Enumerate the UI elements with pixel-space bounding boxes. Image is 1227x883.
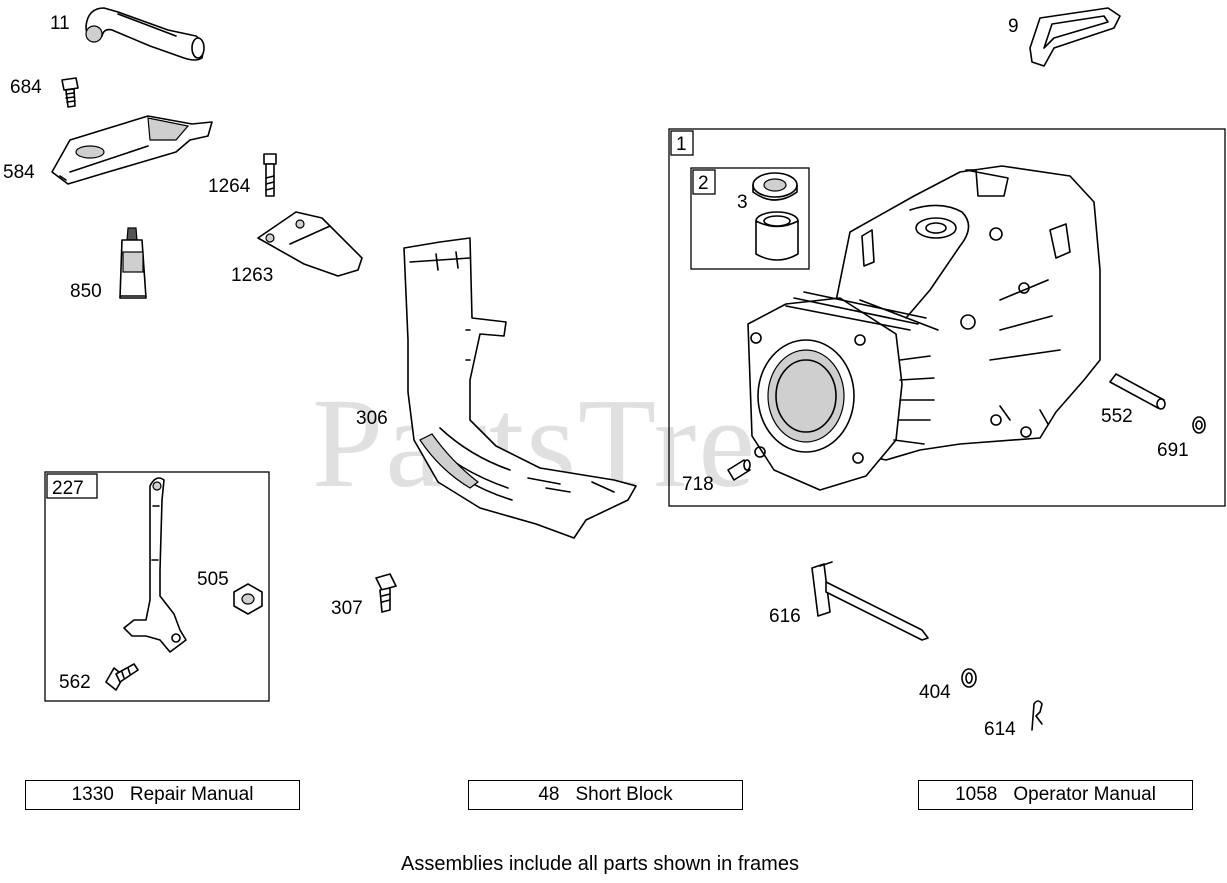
label-11: 11 (50, 13, 70, 34)
reference-operator-manual[interactable]: 1058 Operator Manual (918, 780, 1193, 810)
label-1264: 1264 (208, 176, 251, 197)
reference-number: 1330 (71, 784, 114, 805)
part-1263-gasket[interactable] (257, 211, 363, 277)
part-404-washer[interactable] (961, 668, 977, 688)
part-562-screw[interactable] (105, 663, 139, 691)
governor-lever[interactable] (123, 477, 187, 653)
footer-note: Assemblies include all parts shown in fr… (401, 853, 799, 875)
part-691-washer[interactable] (1192, 416, 1206, 434)
label-552: 552 (1101, 406, 1133, 427)
label-9: 9 (1008, 16, 1019, 37)
frame-1-short-block (668, 128, 1226, 507)
part-3-seal[interactable] (752, 172, 799, 261)
label-850: 850 (70, 281, 102, 302)
part-614-hairpin-clip[interactable] (1031, 700, 1043, 731)
label-306: 306 (356, 408, 388, 429)
label-1: 1 (676, 134, 687, 155)
part-9-gasket[interactable] (1029, 7, 1121, 67)
label-2: 2 (698, 173, 709, 194)
part-718-dowel[interactable] (727, 459, 751, 481)
part-584-heat-shield[interactable] (51, 115, 213, 185)
label-505: 505 (197, 569, 229, 590)
reference-number: 48 (538, 784, 560, 805)
reference-label: Short Block (575, 784, 673, 805)
part-552-pin[interactable] (1109, 373, 1166, 410)
part-505-nut[interactable] (233, 583, 263, 615)
part-850-sealant-tube[interactable] (119, 227, 147, 299)
part-684-screw[interactable] (61, 77, 79, 108)
reference-label: Repair Manual (129, 784, 254, 805)
label-404: 404 (919, 682, 951, 703)
reference-repair-manual[interactable]: 1330 Repair Manual (25, 780, 300, 810)
label-691: 691 (1157, 440, 1189, 461)
engine-block[interactable] (747, 165, 1101, 491)
label-3: 3 (737, 192, 748, 213)
reference-number: 1058 (955, 784, 998, 805)
part-616-governor-shaft[interactable] (811, 561, 929, 641)
label-584: 584 (3, 162, 35, 183)
reference-label: Operator Manual (1013, 784, 1156, 805)
part-11-elbow-tube[interactable] (85, 7, 205, 61)
part-307-bolt[interactable] (375, 573, 397, 613)
frame-2-seals (690, 167, 810, 270)
label-1263: 1263 (231, 265, 273, 286)
label-562: 562 (59, 672, 91, 693)
part-1264-bolt[interactable] (263, 153, 277, 197)
label-718: 718 (682, 474, 714, 495)
label-684: 684 (10, 77, 42, 98)
frame-227-governor (44, 471, 270, 702)
label-307: 307 (331, 598, 363, 619)
label-616: 616 (769, 606, 801, 627)
label-227: 227 (52, 478, 84, 499)
reference-short-block[interactable]: 48 Short Block (468, 780, 743, 810)
label-614: 614 (984, 719, 1016, 740)
part-306-air-guide[interactable] (403, 237, 637, 539)
